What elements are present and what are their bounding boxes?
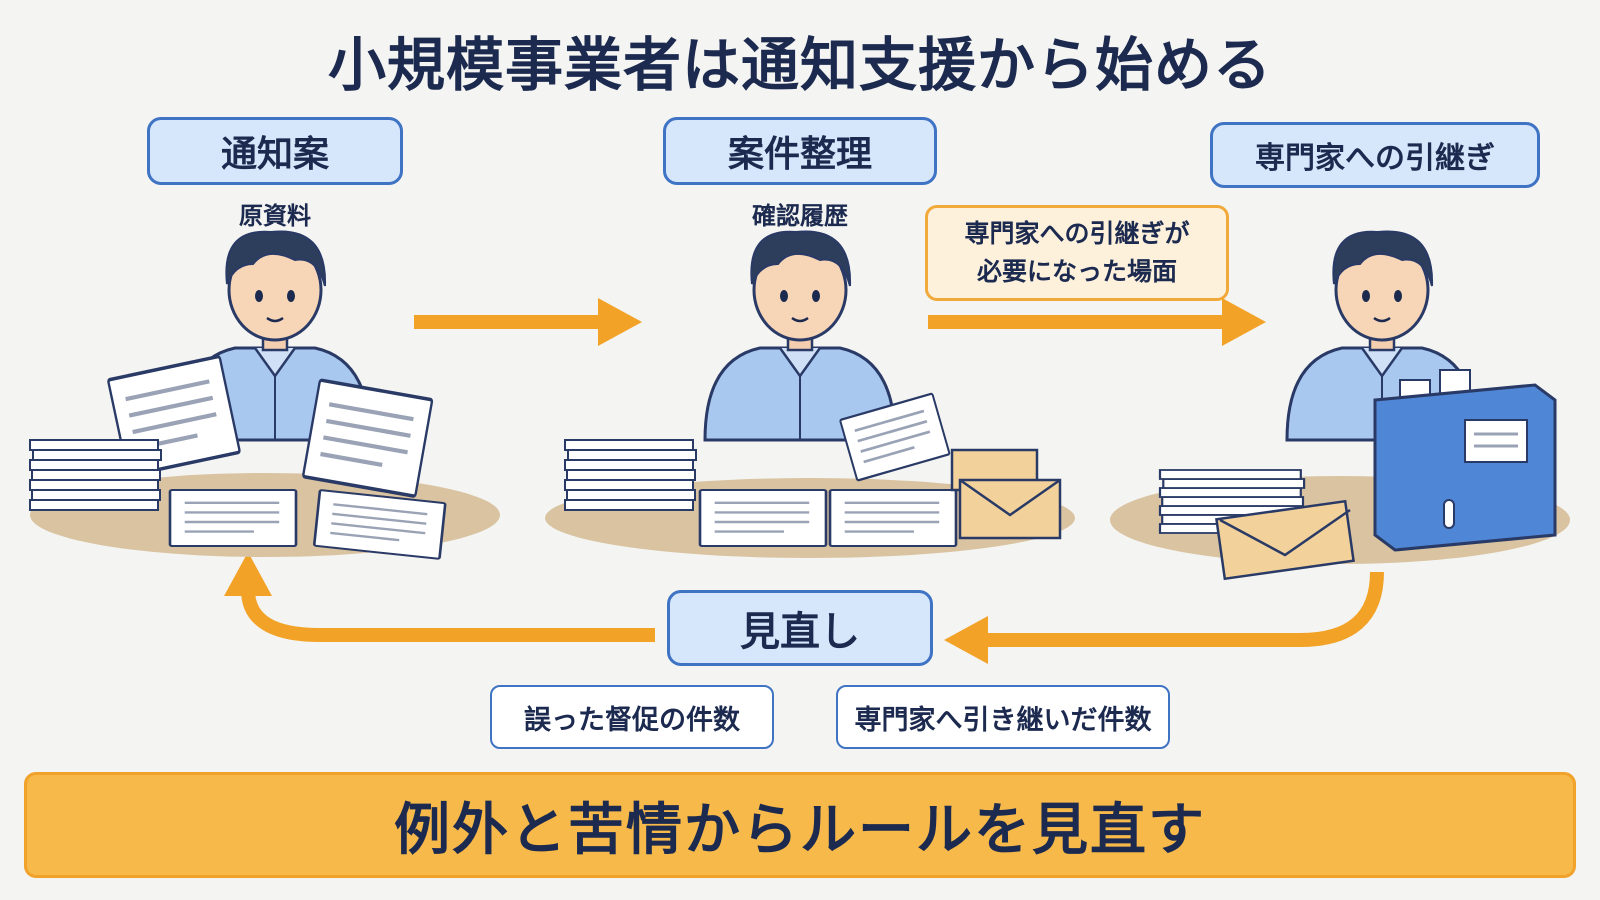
step-sublabel-source-material: 原資料 xyxy=(239,202,311,230)
metric-expert-handover-count: 専門家へ引き継いだ件数 xyxy=(836,685,1170,749)
callout-line-2: 必要になった場面 xyxy=(976,257,1177,286)
step-box-notice-draft: 通知案 xyxy=(147,117,403,185)
metric-wrong-reminders-count: 誤った督促の件数 xyxy=(490,685,774,749)
step-box-case-organize: 案件整理 xyxy=(663,117,937,185)
scene-notice-draft-illustration xyxy=(29,229,500,561)
handover-condition-callout: 専門家への引継ぎが 必要になった場面 xyxy=(925,205,1229,301)
page-title: 小規模事業者は通知支援から始める xyxy=(327,31,1272,99)
bottom-banner: 例外と苦情からルールを見直す xyxy=(24,772,1576,878)
arrow-review-to-step1 xyxy=(224,552,655,642)
callout-line-1: 専門家への引継ぎが xyxy=(964,219,1190,248)
arrow-step1-to-step2 xyxy=(414,298,642,346)
step-sublabel-check-history: 確認履歴 xyxy=(752,202,848,230)
arrow-step2-to-step3 xyxy=(928,298,1266,346)
scene-expert-handover-illustration xyxy=(1110,229,1570,581)
arrow-step3-to-review xyxy=(944,571,1384,664)
binder-icon xyxy=(1373,369,1557,552)
review-box: 見直し xyxy=(667,590,933,666)
scene-case-organize-illustration xyxy=(545,229,1075,558)
step-box-expert-handover: 専門家への引継ぎ xyxy=(1210,122,1540,188)
